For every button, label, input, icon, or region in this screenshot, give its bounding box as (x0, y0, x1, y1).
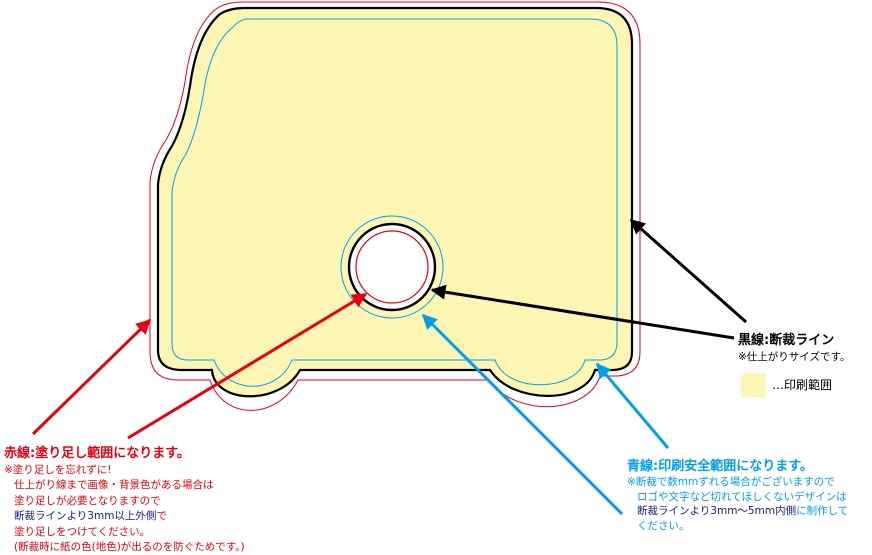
bleed-notes: ※塗り足しを忘れずに! 仕上がり線まで画像・背景色がある場合は 塗り足しが必要と… (4, 463, 245, 555)
bleed-note-3: 塗り足しが必要となりますので (14, 494, 161, 507)
safe-outline (171, 18, 618, 387)
red-arrow-outer (31, 318, 152, 436)
safe-notes: ※断裁で数mmずれる場合がございますので ロゴや文字など切れてほしくないデザイン… (627, 475, 848, 533)
blue-arrow-outer (595, 362, 670, 449)
print-area-swatch (741, 373, 765, 397)
bleed-note-4: 断裁ラインより3mm以上外側 (14, 510, 157, 523)
safe-note-3-line: 断裁ラインより3mm〜5mm内側に制作して (627, 504, 848, 519)
blue-arrow-hole (421, 313, 624, 516)
safe-note-3: 断裁ラインより3mm〜5mm内側 (637, 505, 797, 518)
bleed-note-4-line: 断裁ラインより3mm以上外側で (4, 509, 245, 524)
safe-title: 青線:印刷安全範囲になります。 (627, 459, 813, 474)
hole-bleed-circle (355, 230, 429, 304)
bleed-note-6: (断裁時に紙の色(地色)が出るのを防ぐためです。) (14, 541, 245, 554)
bleed-outline (149, 1, 641, 411)
hole-safe-circle (340, 215, 444, 319)
safe-note-1: ※断裁で数mmずれる場合がございますので (627, 476, 835, 488)
safe-note-2: ロゴや文字など切れてほしくないデザインは (637, 490, 847, 503)
red-arrow-hole (127, 292, 368, 440)
bleed-title: 赤線:塗り足し範囲になります。 (4, 446, 190, 461)
black-arrow-hole (430, 284, 735, 340)
trim-note: ※仕上がりサイズです。 (738, 351, 851, 363)
black-arrow-outer (629, 218, 747, 324)
print-area-legend: …印刷範囲 (772, 378, 833, 392)
bleed-note-4-tail: で (156, 510, 167, 523)
bleed-note-2: 仕上がり線まで画像・背景色がある場合は (14, 479, 214, 492)
trim-title: 黒線:断裁ライン (738, 333, 835, 348)
trim-outline (156, 6, 634, 398)
safe-note-3-tail: に制作して (796, 505, 849, 518)
bleed-note-1: ※塗り足しを忘れずに! (4, 464, 112, 476)
safe-note-4: ください。 (637, 519, 690, 532)
bleed-note-5: 塗り足しをつけてください。 (14, 525, 151, 538)
